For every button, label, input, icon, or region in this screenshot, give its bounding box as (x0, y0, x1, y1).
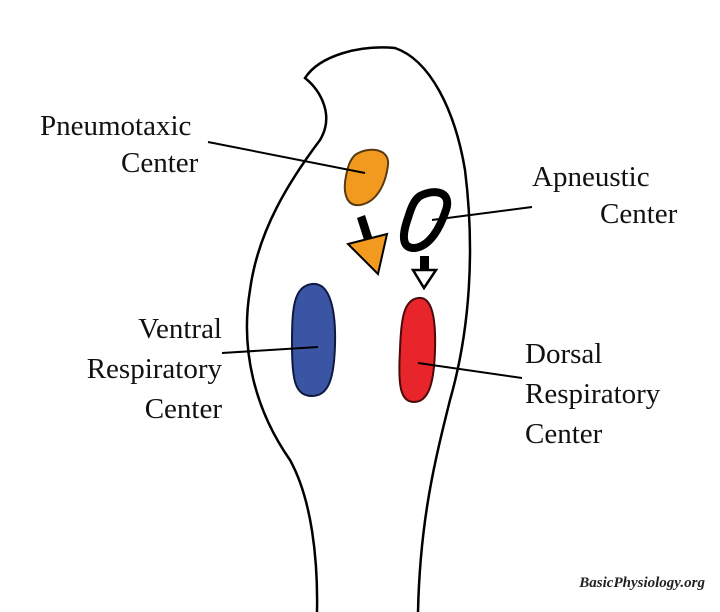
pneumotaxic-arrow-head (346, 232, 389, 276)
apneustic-label-line1: Apneustic (532, 161, 650, 193)
dorsal-leader-line (417, 362, 523, 379)
watermark: BasicPhysiology.org (578, 575, 705, 591)
pneumotaxic-arrow-shaft (357, 215, 373, 243)
ventral-label-line3: Center (145, 393, 223, 425)
apneustic-leader-line (431, 206, 533, 221)
apneustic-arrow-shaft (420, 256, 429, 270)
ventral-label-line2: Respiratory (87, 353, 223, 385)
apneustic-arrow-head (410, 268, 439, 291)
dorsal-center-shape (398, 296, 437, 404)
brainstem-outline (245, 46, 472, 612)
pneumotaxic-label-line2: Center (121, 147, 199, 179)
dorsal-label-line3: Center (525, 418, 603, 450)
pneumotaxic-label-line1: Pneumotaxic (40, 110, 191, 142)
pneumotaxic-center-shape (343, 148, 390, 207)
ventral-center-shape (290, 282, 337, 398)
pneumotaxic-leader-line (207, 141, 366, 174)
ventral-leader-line (221, 346, 319, 354)
apneustic-label-line2: Center (600, 198, 678, 230)
dorsal-label-line1: Dorsal (525, 338, 602, 370)
apneustic-center-shape (400, 188, 452, 252)
dorsal-label-line2: Respiratory (525, 378, 661, 410)
ventral-label-line1: Ventral (138, 313, 222, 345)
